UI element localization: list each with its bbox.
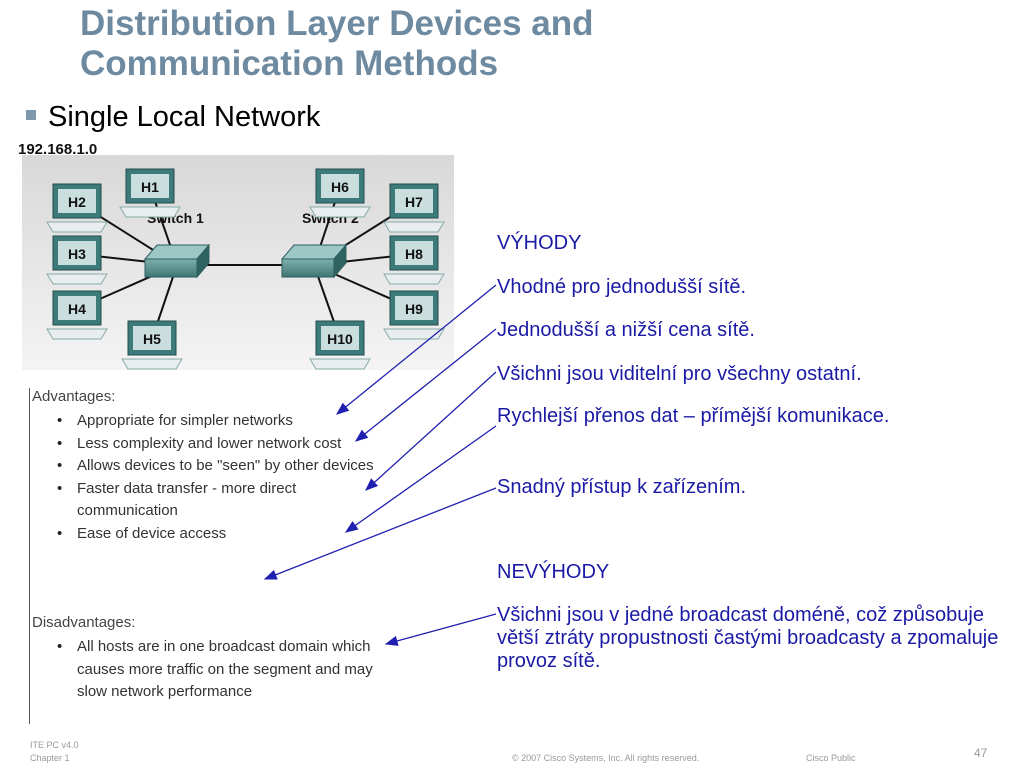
- arrow-connector: [335, 284, 497, 415]
- arrow-connector: [365, 371, 497, 491]
- footer-course: ITE PC v4.0: [30, 740, 79, 750]
- host-computer-icon: H2: [46, 183, 108, 233]
- arrow-connector: [344, 425, 497, 533]
- list-item: Appropriate for simpler networks: [30, 410, 390, 433]
- host-label: H1: [141, 179, 159, 195]
- square-bullet-icon: [26, 110, 36, 120]
- advantages-list: Appropriate for simpler networks Less co…: [30, 410, 390, 545]
- list-item: All hosts are in one broadcast domain wh…: [30, 636, 377, 704]
- list-item: Ease of device access: [30, 523, 390, 546]
- czech-pro-item: Vhodné pro jednodušší sítě.: [497, 276, 747, 298]
- disadvantages-list: All hosts are in one broadcast domain wh…: [30, 636, 390, 704]
- list-item: Less complexity and lower network cost: [30, 433, 390, 456]
- host-label: H3: [68, 246, 86, 262]
- list-item: Allows devices to be "seen" by other dev…: [30, 455, 390, 478]
- main-bullet: Single Local Network: [26, 100, 320, 134]
- host-label: H10: [327, 331, 353, 347]
- page-number: 47: [974, 746, 988, 760]
- footer-classification: Cisco Public: [806, 753, 856, 763]
- czech-pro-item: Všichni jsou viditelní pro všechny ostat…: [497, 363, 862, 385]
- host-computer-icon: H4: [46, 290, 108, 340]
- host-label: H2: [68, 194, 86, 210]
- host-computer-icon: H6: [309, 168, 371, 218]
- english-lists: Advantages: Appropriate for simpler netw…: [29, 388, 374, 724]
- arrow-connector: [354, 328, 497, 442]
- host-label: H4: [68, 301, 86, 317]
- list-item: Faster data transfer - more direct commu…: [30, 478, 390, 523]
- network-ip-label: 192.168.1.0: [18, 141, 98, 158]
- host-computer-icon: H9: [383, 290, 445, 340]
- host-label: H9: [405, 301, 423, 317]
- czech-pro-item: Rychlejší přenos dat – přímější komunika…: [497, 405, 890, 427]
- main-bullet-text: Single Local Network: [48, 101, 321, 133]
- czech-pro-item: Jednodušší a nižší cena sítě.: [497, 319, 755, 341]
- czech-con-item: Všichni jsou v jedné broadcast doméně, c…: [497, 604, 999, 672]
- footer-copyright: © 2007 Cisco Systems, Inc. All rights re…: [512, 753, 700, 763]
- host-computer-icon: H5: [121, 320, 183, 370]
- host-computer-icon: H8: [383, 235, 445, 285]
- host-label: H7: [405, 194, 423, 210]
- disadvantages-heading: Disadvantages:: [32, 614, 136, 631]
- host-computer-icon: H7: [383, 183, 445, 233]
- switch-icon: Switch 1: [143, 210, 211, 279]
- arrow-connector: [263, 487, 497, 580]
- host-computer-icon: H1: [119, 168, 181, 218]
- host-label: H8: [405, 246, 423, 262]
- arrow-connector: [384, 613, 497, 646]
- czech-cons-heading: NEVÝHODY: [497, 561, 610, 583]
- footer-chapter: Chapter 1: [30, 753, 70, 763]
- advantages-heading: Advantages:: [32, 388, 116, 405]
- czech-pro-item: Snadný přístup k zařízením.: [497, 476, 747, 498]
- host-label: H6: [331, 179, 349, 195]
- host-computer-icon: H10: [309, 320, 371, 370]
- slide-title: Distribution Layer Devices and Communica…: [80, 4, 594, 83]
- host-label: H5: [143, 331, 161, 347]
- host-computer-icon: H3: [46, 235, 108, 285]
- czech-pros-heading: VÝHODY: [497, 232, 582, 254]
